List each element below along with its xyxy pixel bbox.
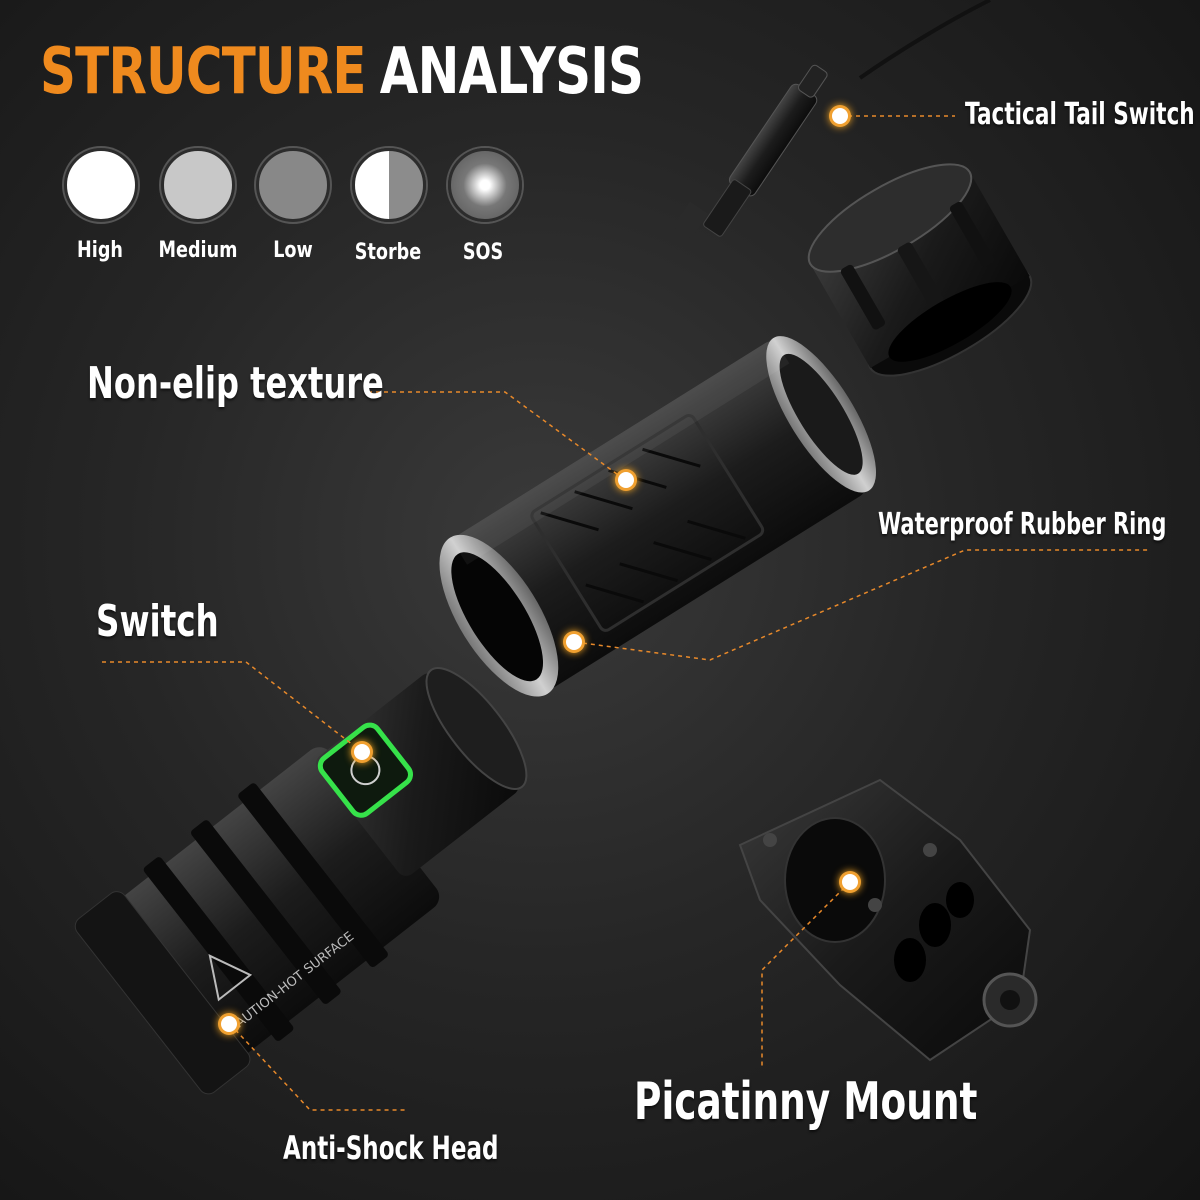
tail-switch bbox=[673, 0, 991, 239]
mode-label-high: High bbox=[77, 238, 123, 263]
label-head: Anti-Shock Head bbox=[283, 1129, 499, 1167]
label-switch: Switch bbox=[96, 596, 219, 647]
mode-medium-icon bbox=[161, 148, 235, 222]
label-texture: Non-elip texture bbox=[87, 358, 384, 409]
mode-label-sos: SOS bbox=[462, 240, 504, 265]
body-tube bbox=[439, 336, 877, 697]
glowing-switch bbox=[317, 722, 413, 818]
mode-strobe-icon bbox=[352, 148, 426, 222]
picatinny-mount-body bbox=[738, 778, 1038, 1062]
mode-label-strobe: Storbe bbox=[354, 240, 422, 265]
mode-label-low: Low bbox=[273, 238, 313, 263]
callout-dot-texture bbox=[618, 472, 634, 488]
mode-label-medium: Medium bbox=[158, 238, 238, 263]
mode-sos-icon bbox=[448, 148, 522, 222]
title-structure: STRUCTURE bbox=[40, 35, 367, 109]
label-tail-switch: Tactical Tail Switch bbox=[965, 97, 1195, 132]
callout-dot-mount bbox=[842, 874, 858, 890]
callout-dot-head bbox=[221, 1016, 237, 1032]
callout-lines bbox=[102, 115, 1150, 1111]
callout-dot-rubber-ring bbox=[566, 634, 582, 650]
tail-cap bbox=[807, 163, 1033, 377]
mode-low-icon bbox=[256, 148, 330, 222]
title-analysis: ANALYSIS bbox=[379, 35, 644, 109]
label-rubber-ring: Waterproof Rubber Ring bbox=[878, 507, 1167, 542]
mode-high-icon bbox=[64, 148, 138, 222]
callout-dot-tail-switch bbox=[832, 108, 848, 124]
callout-dot-switch bbox=[354, 744, 370, 760]
light-head: CAUTION-HOT SURFACE bbox=[74, 667, 528, 1095]
label-mount: Picatinny Mount bbox=[634, 1072, 978, 1132]
